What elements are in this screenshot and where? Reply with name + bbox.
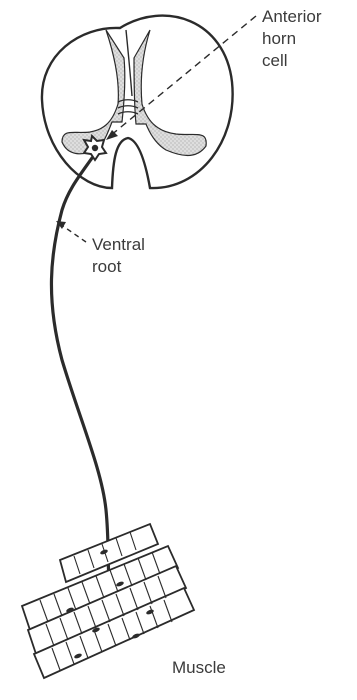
ventral-root-label-line-2: root xyxy=(92,256,145,278)
anterior-horn-cell-label-line-3: cell xyxy=(262,50,322,72)
muscle-label: Muscle xyxy=(172,657,226,679)
spinal-cord-section xyxy=(42,16,233,188)
ventral-root-label-line-1: Ventral xyxy=(92,234,145,256)
leader-arrow-ventral-root xyxy=(56,221,86,242)
anterior-horn-cell-label-line-1: Anterior xyxy=(262,6,322,28)
ventral-root-label: Ventral root xyxy=(92,234,145,278)
anterior-horn-cell-label-line-2: horn xyxy=(262,28,322,50)
muscle-fibers xyxy=(22,524,194,678)
anterior-horn-cell-label: Anterior horn cell xyxy=(262,6,322,72)
